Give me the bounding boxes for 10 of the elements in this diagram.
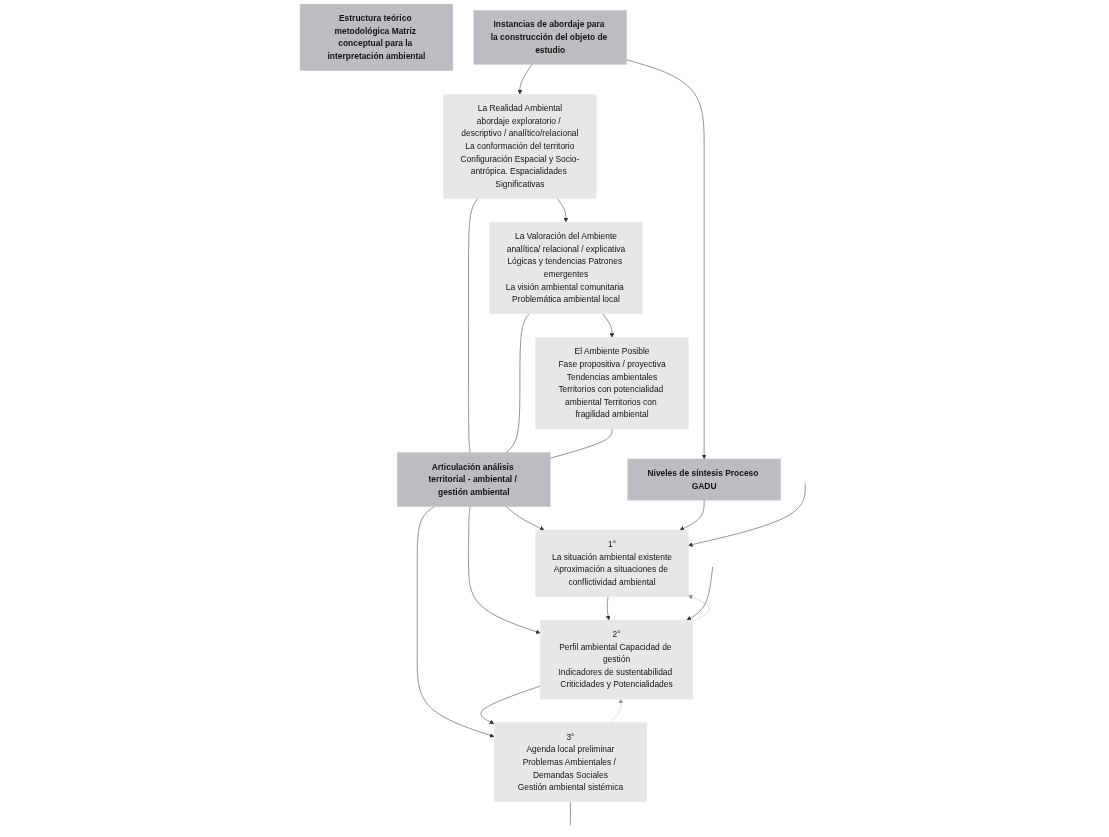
node-box: 2° Perfil ambiental Capacidad de gestión Indicadores de sustentabilidad Criticidades y Potencialidades bbox=[539, 619, 694, 700]
node-box: 1° La situación ambiental existente Aproximación a situaciones de conflictividad ambiental bbox=[535, 529, 689, 597]
node-box: La Valoración del Ambiente analítica/ relacional / explicativa Lógicas y tendencias Patrones emergentes La visión ambiental comunitaria Problemática ambiental local bbox=[489, 221, 643, 314]
node-box: Niveles de síntesis Proceso GADU bbox=[627, 458, 781, 501]
node-box: Instancias de abordaje para la construcción del objeto de estudio bbox=[473, 10, 627, 65]
node-box: La Realidad Ambiental abordaje exploratorio / descriptivo / analítico/relacional La conformación del territorio Configuración Espacial y Socio-antrópica. Espacialidades Significativas bbox=[443, 93, 597, 199]
node-box: Articulación análisis territorial - ambiental / gestión ambiental bbox=[397, 452, 551, 507]
node-box: 3° Agenda local preliminar Problemas Ambientales / Demandas Sociales Gestión ambiental sistémica bbox=[493, 722, 647, 802]
node-box: El Ambiente Posible Fase propositiva / proyectiva Tendencias ambientales Territorios con potencialidad ambiental Territorios con fragilidad ambiental bbox=[535, 337, 689, 430]
node-box: Estructura teórico metodológica Matriz conceptual para la interpretación ambiental bbox=[299, 3, 454, 71]
